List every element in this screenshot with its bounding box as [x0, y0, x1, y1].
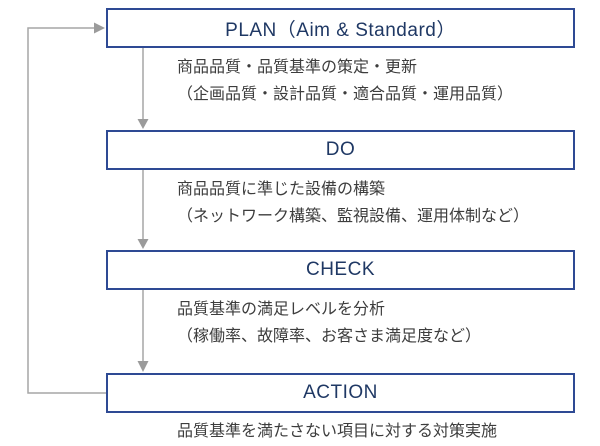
check-box: CHECK [106, 250, 575, 290]
do-box: DO [106, 130, 575, 170]
action-description: 品質基準を満たさない項目に対する対策実施 [177, 418, 497, 445]
loopback-arrowhead-icon [94, 22, 105, 34]
action-desc-line-1: 品質基準を満たさない項目に対する対策実施 [177, 423, 498, 440]
do-description: 商品品質に準じた設備の構築 （ネットワーク構築、監視設備、運用体制など） [177, 176, 529, 230]
down-arrowhead-icon [137, 119, 149, 129]
plan-box: PLAN（Aim & Standard） [106, 8, 575, 48]
action-box: ACTION [106, 373, 575, 413]
arrow-do-to-check [137, 170, 149, 249]
plan-label: PLAN（Aim & Standard） [225, 19, 456, 41]
plan-desc-line-1: 商品品質・品質基準の策定・更新 [177, 59, 418, 76]
down-arrowhead-icon [137, 361, 149, 372]
plan-desc-line-2: （企画品質・設計品質・適合品質・運用品質） [177, 86, 514, 103]
arrow-plan-to-do [137, 48, 149, 129]
loopback-arrow [27, 22, 107, 394]
do-desc-line-2: （ネットワーク構築、監視設備、運用体制など） [177, 208, 530, 225]
arrow-check-to-action [137, 290, 149, 372]
check-desc-line-1: 品質基準の満足レベルを分析 [177, 301, 386, 318]
do-label: DO [325, 139, 356, 160]
plan-description: 商品品質・品質基準の策定・更新 （企画品質・設計品質・適合品質・運用品質） [177, 54, 513, 108]
check-description: 品質基準の満足レベルを分析 （稼働率、故障率、お客さま満足度など） [177, 296, 481, 350]
down-arrowhead-icon [137, 239, 149, 249]
check-desc-line-2: （稼働率、故障率、お客さま満足度など） [177, 328, 482, 345]
do-desc-line-1: 商品品質に準じた設備の構築 [177, 181, 386, 198]
action-label: ACTION [303, 382, 378, 403]
check-label: CHECK [305, 259, 375, 280]
